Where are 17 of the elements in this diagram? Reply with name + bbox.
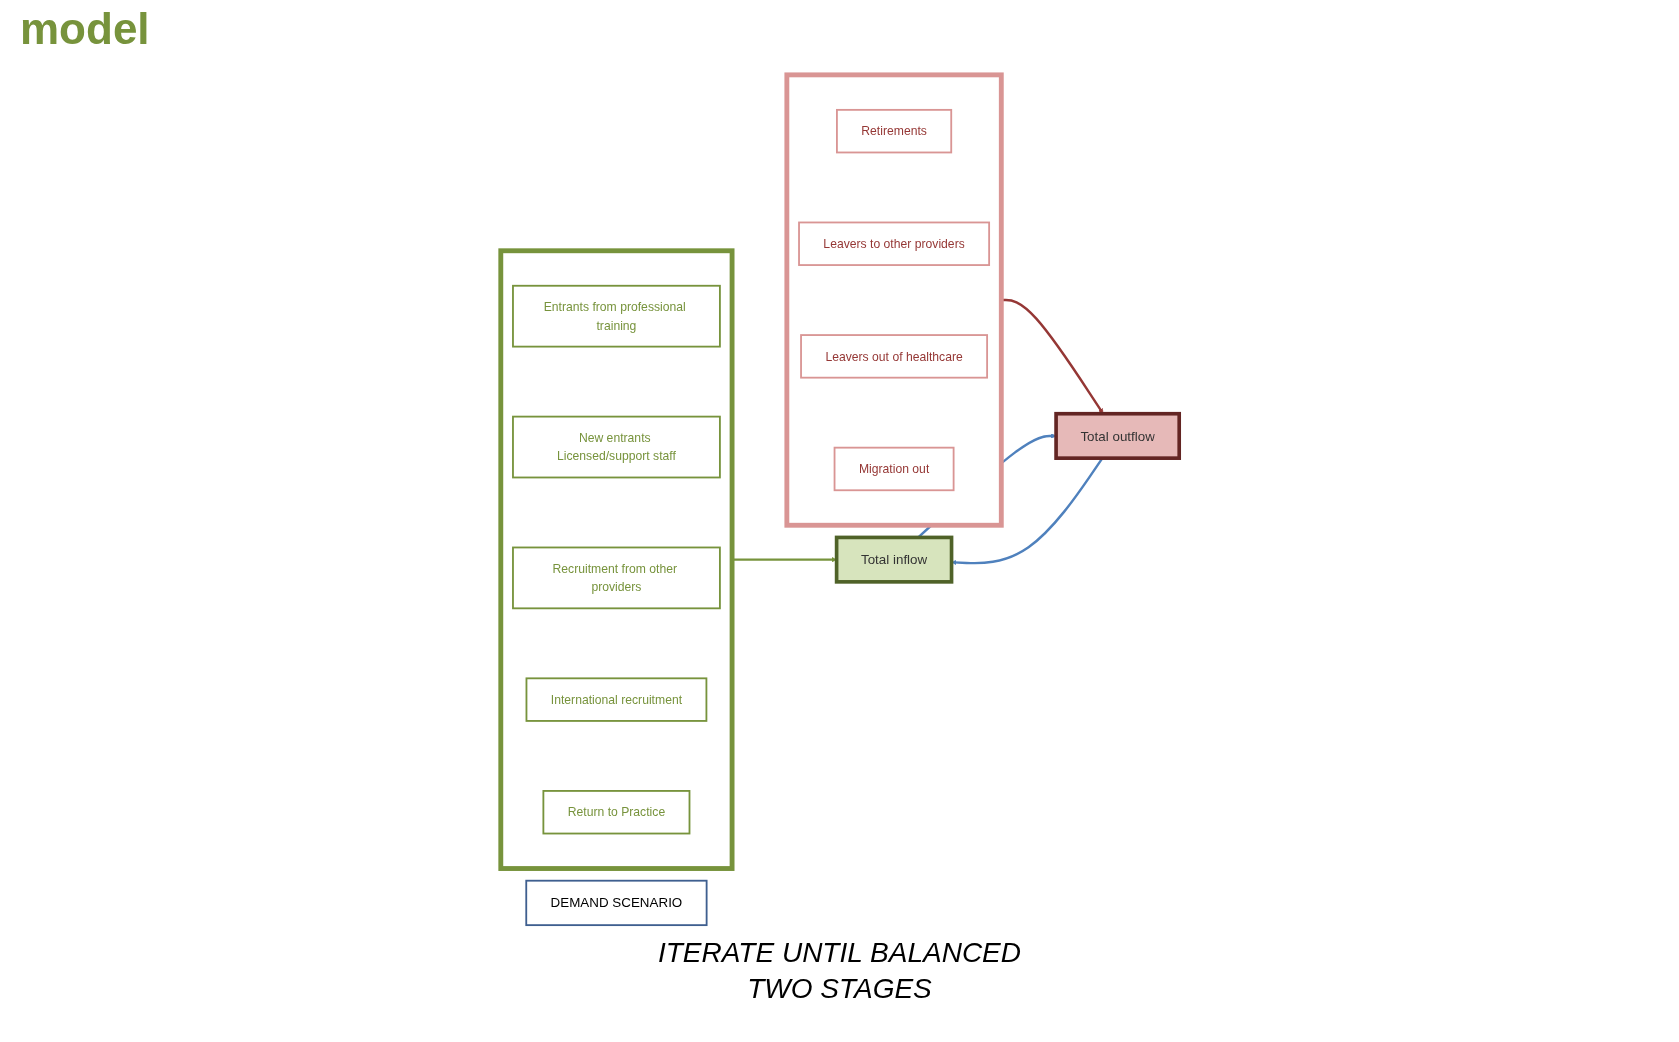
cluster (784, 72, 1004, 528)
node-box: Return to Practice (542, 790, 691, 835)
node-box: New entrants Licensed/support staff (512, 415, 721, 479)
node-box: Leavers to other providers (798, 221, 991, 266)
note-text: TWO STAGES (746, 972, 933, 1007)
node-box: Entrants from professional training (512, 284, 721, 348)
node-box: Total outflow (1054, 411, 1182, 460)
node-box: Leavers out of healthcare (800, 334, 989, 379)
node-box: Retirements (836, 108, 953, 154)
node-box: Recruitment from other providers (512, 546, 721, 610)
node-box: Total inflow (834, 535, 954, 584)
node-box: Migration out (833, 446, 955, 492)
diagram-title: model (20, 4, 150, 54)
note-text: ITERATE UNTIL BALANCED (656, 936, 1022, 970)
cluster (498, 248, 735, 871)
node-box: DEMAND SCENARIO (525, 879, 708, 927)
node-box: International recruitment (525, 677, 708, 722)
